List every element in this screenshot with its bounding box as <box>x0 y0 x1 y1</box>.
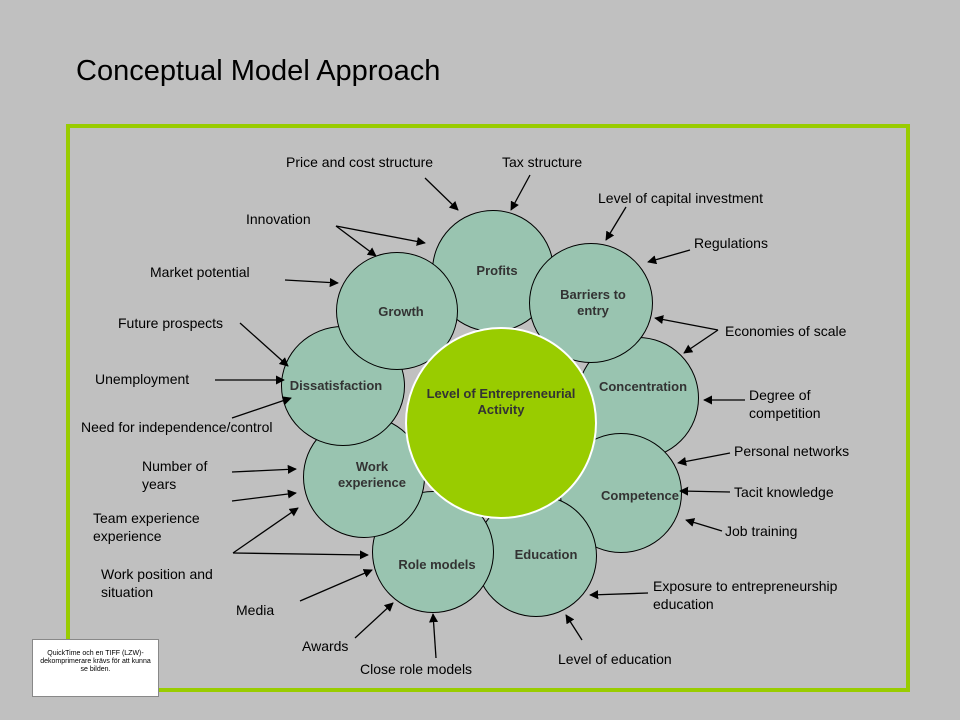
arrow-capital <box>605 206 627 241</box>
label-future: Future prospects <box>118 315 224 331</box>
label-price-cost: Price and cost structure <box>286 154 434 170</box>
arrow-tax <box>510 174 531 211</box>
arrow-work-pos-2 <box>232 550 369 560</box>
arrow-close-role <box>429 613 439 659</box>
label-awards: Awards <box>302 638 349 654</box>
arrow-exposure <box>589 590 649 600</box>
petal-label-work-experience: Work experience <box>338 459 406 490</box>
arrow-team <box>231 489 297 502</box>
arrow-regulations <box>647 249 691 265</box>
arrow-market <box>284 277 339 288</box>
label-job-training: Job training <box>725 523 798 539</box>
arrow-number-years <box>231 464 297 474</box>
arrow-media <box>299 569 373 602</box>
petal-label-dissatisfaction: Dissatisfaction <box>289 378 383 393</box>
label-innovation: Innovation <box>246 211 311 227</box>
label-market: Market potential <box>150 264 250 280</box>
label-tax: Tax structure <box>502 154 583 170</box>
arrow-job <box>685 518 723 532</box>
label-media: Media <box>236 602 275 618</box>
arrow-work-pos-1 <box>232 507 299 554</box>
petal-label-education: Education <box>514 547 578 562</box>
arrow-price-cost <box>424 177 459 211</box>
arrow-tacit <box>679 486 731 496</box>
center-circle <box>405 327 597 519</box>
label-close-role: Close role models <box>360 661 473 677</box>
label-capital: Level of capital investment <box>598 190 763 206</box>
label-unemployment: Unemployment <box>95 371 190 387</box>
arrow-economies-2 <box>683 329 719 354</box>
label-number-years: Number of years <box>142 458 208 492</box>
arrow-personal <box>677 452 731 466</box>
petal-label-barriers: Barriers to entry <box>560 287 626 318</box>
petal-label-competence: Competence <box>600 488 680 503</box>
arrow-level-education <box>565 614 583 641</box>
diagram-frame <box>66 124 910 692</box>
label-tacit: Tacit knowledge <box>734 484 834 500</box>
label-independence: Need for independence/control <box>81 419 273 435</box>
arrow-innovation-2 <box>335 225 426 246</box>
label-exposure: Exposure to entrepreneurship education <box>653 578 838 612</box>
label-regulations: Regulations <box>694 235 768 251</box>
missing-image-placeholder: QuickTime och en TIFF (LZW)-dekomprimera… <box>32 639 159 697</box>
label-work-position: Work position and situation <box>101 566 213 600</box>
label-team-experience: Team experience experience <box>93 510 200 544</box>
petal-label-growth: Growth <box>378 304 424 319</box>
arrow-innovation-1 <box>335 225 377 257</box>
label-personal-networks: Personal networks <box>734 443 850 459</box>
page-title: Conceptual Model Approach <box>76 55 441 87</box>
petal-label-profits: Profits <box>476 263 518 278</box>
petal-label-concentration: Concentration <box>598 379 688 394</box>
label-level-education: Level of education <box>558 651 672 667</box>
arrow-independence <box>231 396 292 419</box>
label-degree-competition: Degree of competition <box>749 387 821 421</box>
arrow-awards <box>354 602 394 639</box>
arrow-future <box>239 322 289 367</box>
label-economies: Economies of scale <box>725 323 847 339</box>
petal-label-role-models: Role models <box>398 557 476 572</box>
arrow-economies-1 <box>654 315 719 331</box>
center-label: Level of Entrepreneurial Activity <box>426 386 576 417</box>
